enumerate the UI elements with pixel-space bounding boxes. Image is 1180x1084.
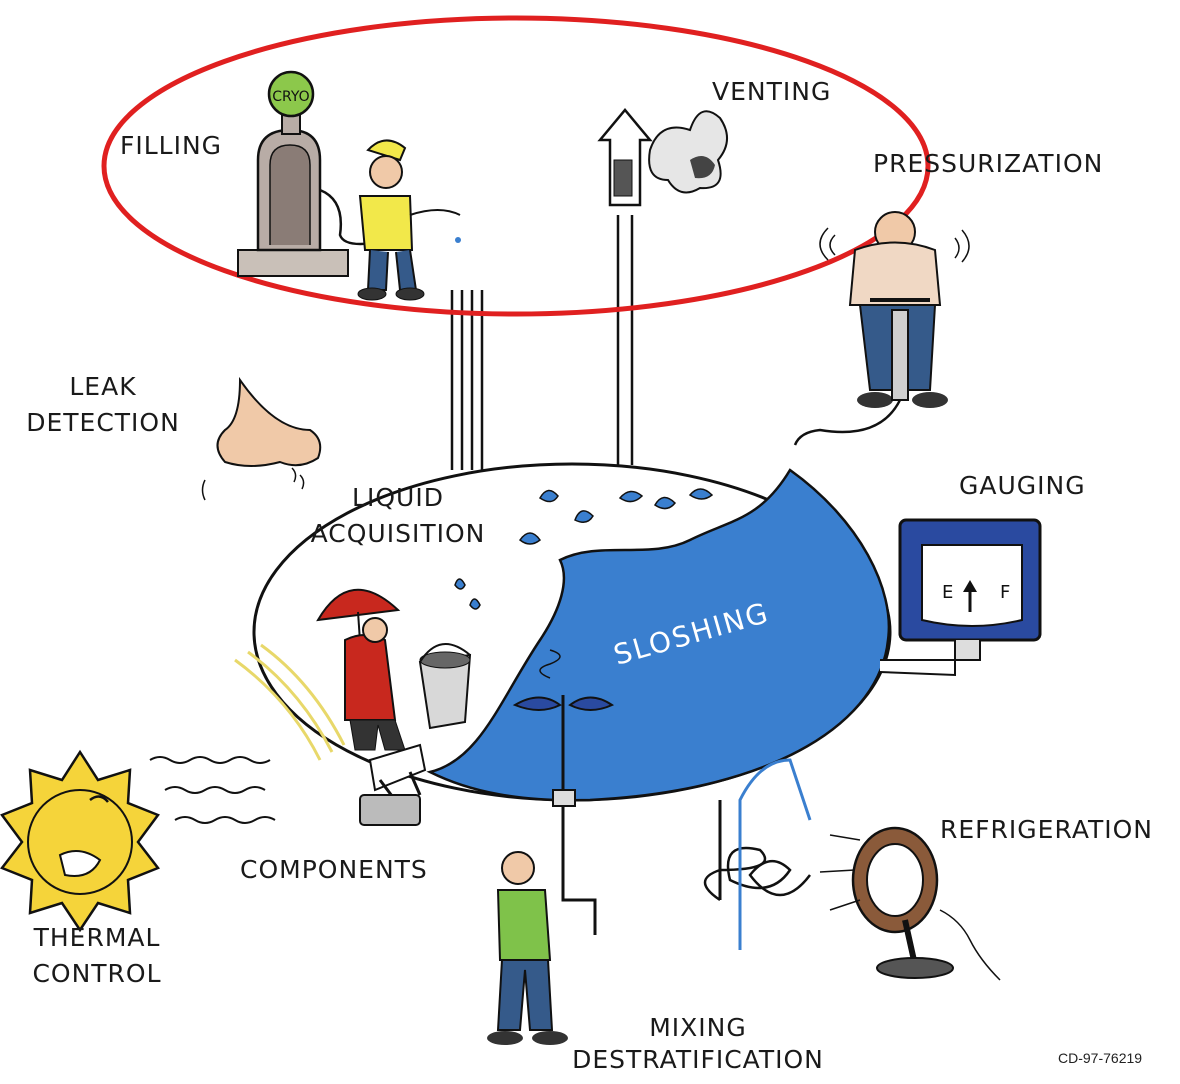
label-destratification: DESTRATIFICATION <box>572 1045 824 1074</box>
label-acquisition: ACQUISITION <box>310 519 486 548</box>
label-refrigeration: REFRIGERATION <box>940 815 1153 844</box>
label-thermal: THERMAL <box>33 923 161 952</box>
gauge-icon: E F <box>879 518 1042 677</box>
label-mixing-destratification: MIXING DESTRATIFICATION <box>560 1012 836 1076</box>
label-control: CONTROL <box>32 959 162 988</box>
highlight-ellipse <box>101 15 931 317</box>
label-liquid: LIQUID <box>352 483 444 512</box>
rocket-icon <box>597 108 653 207</box>
mixer-propeller-icon <box>512 649 615 935</box>
heat-waves <box>149 643 346 824</box>
liquid-acquisition-man <box>344 617 427 792</box>
pipes <box>450 215 634 470</box>
label-leak-detection: LEAK DETECTION <box>22 369 184 441</box>
fuel-pump-icon: CRYO <box>237 70 391 277</box>
label-gauging: GAUGING <box>959 471 1086 500</box>
coil-icon <box>703 758 812 950</box>
vent-cloud-icon <box>648 110 728 194</box>
label-components: COMPONENTS <box>240 855 428 884</box>
cryo-tank <box>252 462 892 802</box>
label-filling: FILLING <box>120 131 223 160</box>
label-thermal-control: THERMAL CONTROL <box>22 920 172 992</box>
tank-liquid <box>426 468 891 802</box>
pressurization-man <box>793 211 970 446</box>
figure-code: CD-97-76219 <box>1058 1050 1143 1066</box>
filling-attendant <box>357 139 461 301</box>
sun-icon <box>0 749 160 933</box>
label-mixing: MIXING <box>649 1013 747 1042</box>
label-liquid-acquisition: LIQUID ACQUISITION <box>303 480 493 552</box>
label-detection: DETECTION <box>26 408 180 437</box>
label-venting: VENTING <box>712 77 832 106</box>
label-pressurization: PRESSURIZATION <box>873 149 1104 178</box>
component-bracket-icon <box>359 771 422 826</box>
bucket-icon <box>418 643 472 730</box>
nose-icon <box>201 376 322 501</box>
gauge-e-label: E <box>942 582 953 603</box>
mixing-man <box>487 851 568 1045</box>
label-leak: LEAK <box>69 372 137 401</box>
fan-icon <box>819 826 1001 981</box>
cryo-sign: CRYO <box>272 89 309 105</box>
gauge-f-label: F <box>1000 582 1010 603</box>
